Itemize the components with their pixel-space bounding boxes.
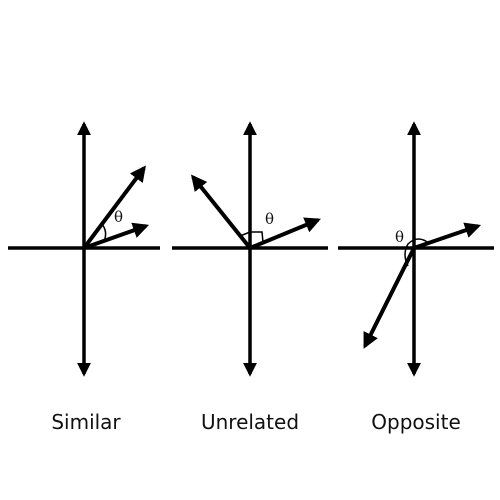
panel-unrelated: θ Unrelated: [172, 121, 328, 434]
vector-a: [413, 222, 482, 250]
right-angle-marker: [239, 231, 264, 243]
caption-opposite: Opposite: [371, 410, 461, 434]
caption-similar: Similar: [51, 410, 121, 434]
panel-opposite: θ Opposite: [338, 121, 494, 434]
vector-a: [190, 174, 252, 250]
angle-label-similar: θ: [114, 208, 123, 226]
angle-arc: [404, 238, 431, 267]
vector-a: [82, 165, 146, 250]
caption-unrelated: Unrelated: [201, 410, 299, 434]
vector-b: [83, 222, 150, 250]
vector-b: [363, 247, 416, 349]
angle-label-unrelated: θ: [265, 210, 274, 228]
angle-arc: [101, 223, 107, 242]
vector-b: [249, 217, 321, 250]
panel-similar: θ Similar: [8, 121, 160, 434]
angle-label-opposite: θ: [395, 228, 404, 246]
